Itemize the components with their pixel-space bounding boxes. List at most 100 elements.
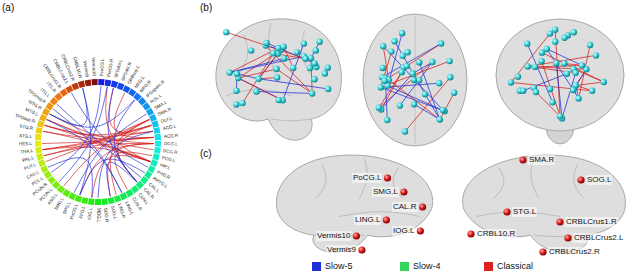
node-sphere	[549, 99, 555, 105]
ring-segment	[152, 120, 159, 127]
ring-segment	[38, 159, 46, 167]
node-sphere	[571, 29, 577, 35]
ring-segment	[35, 134, 41, 140]
legend-swatch	[400, 262, 409, 271]
connection-line	[381, 87, 445, 111]
region-label: THA.L	[20, 148, 33, 156]
ring-segment	[150, 159, 158, 167]
node-sphere	[564, 70, 570, 76]
region-label: Vermis9	[326, 245, 357, 255]
node-sphere	[520, 88, 526, 94]
region-label: CAL.R	[392, 202, 418, 212]
sulcus-line	[240, 35, 248, 74]
node-sphere	[378, 84, 384, 90]
region-label: STG.L	[19, 132, 32, 139]
node-sphere	[438, 40, 444, 46]
region-spheres	[353, 156, 585, 255]
node-sphere	[388, 48, 394, 54]
connection-line	[414, 104, 440, 119]
node-sphere	[587, 42, 593, 48]
ring-segment	[149, 114, 157, 122]
region-label: DCG.L	[164, 141, 178, 147]
node-sphere	[280, 44, 286, 50]
region-label: SMG.L	[372, 187, 399, 197]
region-sphere	[384, 174, 391, 181]
node-sphere	[589, 88, 595, 94]
node-sphere	[322, 70, 328, 76]
panel-letter: (a)	[2, 2, 14, 14]
node-sphere	[248, 47, 254, 53]
ring-segment	[155, 134, 161, 140]
node-sphere	[302, 56, 308, 62]
ring-segment	[101, 198, 108, 205]
connection-chord	[43, 131, 150, 161]
node-sphere	[416, 59, 422, 65]
ring-segment	[155, 141, 161, 147]
region-sphere	[564, 234, 571, 241]
node-sphere	[380, 65, 386, 71]
region-sphere	[556, 218, 563, 225]
region-sphere	[419, 203, 426, 210]
ring-segment	[71, 83, 79, 91]
node-sphere	[325, 65, 331, 71]
connection-chord	[44, 143, 154, 155]
region-label: LING.L	[354, 215, 381, 225]
legend-item: Classical	[484, 261, 533, 272]
node-sphere	[294, 49, 300, 55]
connection-line	[527, 44, 552, 103]
ring-segment	[154, 147, 161, 154]
connection-line	[440, 93, 454, 120]
legend-item: Slow-5	[312, 261, 353, 272]
node-sphere	[593, 52, 599, 58]
connection-chord	[50, 88, 88, 125]
node-sphere	[446, 58, 452, 64]
region-sphere	[400, 188, 407, 195]
region-label: CRBLCrus1.R	[565, 217, 618, 227]
node-sphere	[533, 89, 539, 95]
region-sphere	[358, 246, 365, 253]
region-label: SOG.L	[586, 175, 612, 185]
sulcus-line	[574, 164, 585, 198]
ring-segment	[108, 197, 115, 204]
node-sphere	[561, 34, 567, 40]
node-sphere	[253, 88, 259, 94]
connection-chord	[43, 125, 152, 149]
region-label: Vermis10	[90, 57, 97, 76]
connection-chord	[114, 100, 137, 182]
connection-line	[523, 74, 567, 91]
node-sphere	[307, 65, 313, 71]
node-sphere	[308, 55, 314, 61]
connection-line	[562, 73, 576, 119]
ring-segment	[111, 81, 118, 88]
node-sphere	[256, 76, 262, 82]
node-sphere	[273, 66, 279, 72]
connection-line	[383, 46, 443, 110]
region-label: STG.L	[512, 207, 537, 217]
region-sphere	[467, 230, 474, 237]
node-sphere	[422, 91, 428, 97]
ring-segment	[78, 81, 85, 88]
node-sphere	[311, 76, 317, 82]
node-sphere	[547, 30, 553, 36]
legend-swatch	[312, 262, 321, 271]
ring-segment	[95, 199, 101, 205]
ring-segment	[114, 195, 122, 203]
sulcus-line	[316, 164, 326, 198]
connection-line	[267, 43, 315, 63]
node-sphere	[399, 69, 405, 75]
node-sphere	[276, 97, 282, 103]
connection-line	[283, 44, 304, 101]
region-label: MOG.L	[95, 208, 101, 223]
connection-line	[579, 45, 590, 98]
region-label: SOG.R	[102, 207, 110, 222]
node-sphere	[274, 74, 280, 80]
node-sphere	[552, 38, 558, 44]
ring-segment	[65, 85, 73, 93]
connection-line	[259, 54, 278, 79]
panel-letter: (b)	[200, 2, 212, 14]
brain-coronal	[496, 19, 624, 144]
ring-segment	[40, 165, 48, 173]
ring-segment	[153, 153, 160, 160]
node-sphere	[290, 65, 296, 71]
node-sphere	[281, 55, 287, 61]
